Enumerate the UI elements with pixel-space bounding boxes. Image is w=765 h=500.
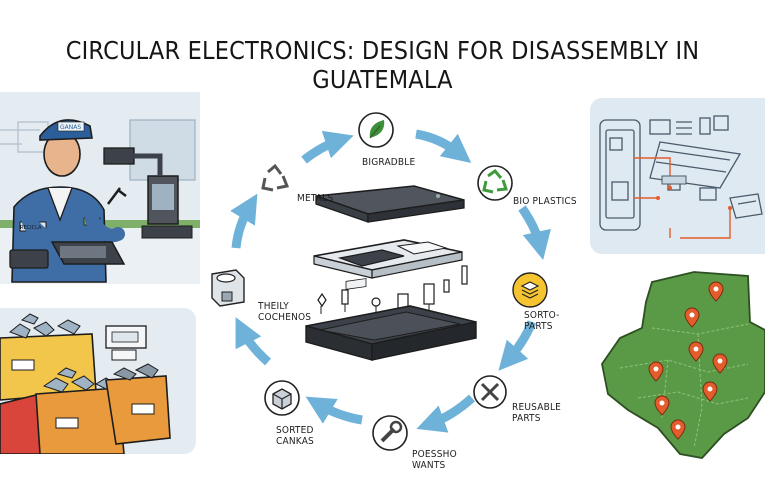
cycle-arrow-6 [305,396,363,425]
cycle-arrow-3 [518,205,551,261]
tools-icon [473,375,507,409]
module-icon [211,269,245,307]
disassembly-schematic [590,98,765,254]
recycle-icon [477,165,513,201]
node-label-sorted-cankas: SORTED CANKAS [276,425,314,447]
node-label-processed-wants: POESSHO WANTS [412,449,457,471]
cycle-arrow-5 [416,394,476,433]
node-label-bio-plastics: BIO PLASTICS [513,196,577,207]
sorting-bins-illustration [0,308,196,454]
cap-text: GANAS [60,124,81,131]
recycle-icon [258,163,292,197]
cycle-arrow-2 [415,129,472,163]
cycle-arrow-1 [301,130,354,164]
node-label-reusable-parts: REUSABLE PARTS [512,402,562,424]
layers-icon [512,272,548,308]
node-label-metals: METALS [297,193,334,204]
node-label-biodegradable: BIGRADBLE [362,157,416,168]
node-label-thefly-cochenos: THEILY COCHENOS [258,301,312,323]
cycle-arrow-7 [235,317,272,366]
node-label-sorted-parts: SORTO- PARTS [524,310,560,332]
guatemala-map [598,268,765,468]
page-title: CIRCULAR ELECTRONICS: DESIGN FOR DISASSE… [65,36,700,94]
worker-illustration: GANAS RECICLA [0,92,200,284]
cycle-arrow-4 [498,320,537,371]
cycle-arrow-8 [230,193,258,249]
leaf-icon [358,112,394,148]
exploded-phone-illustration [305,185,477,361]
vest-patch-text: RECICLA [20,225,42,231]
box-icon [264,380,300,416]
wrench-icon [372,415,408,451]
